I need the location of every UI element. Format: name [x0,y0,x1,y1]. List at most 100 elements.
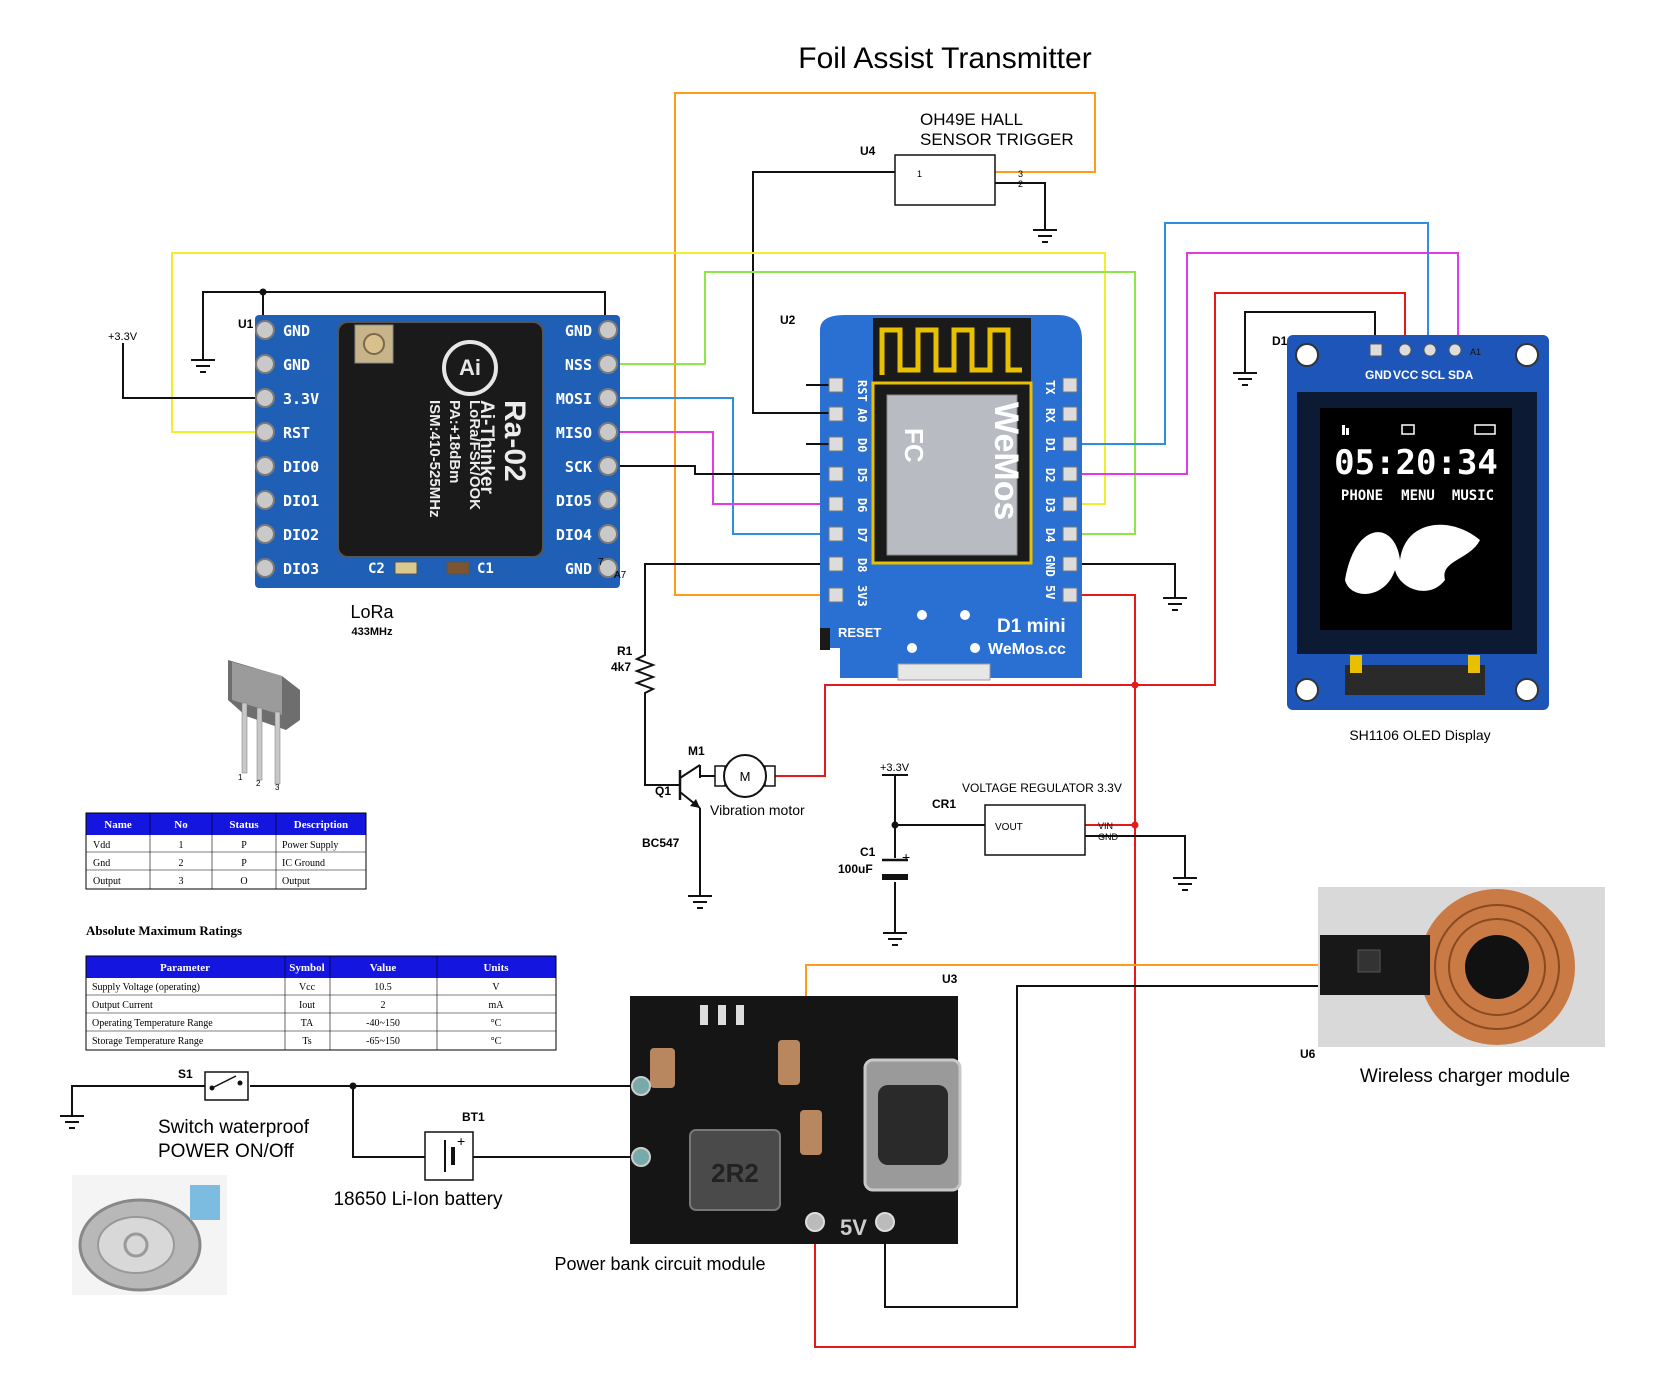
motor-symbol [723,754,767,798]
charger-caption: Wireless charger module [1360,1066,1570,1087]
d1-left-pin-6: D8 [855,558,869,572]
regulator-body [984,804,1086,856]
lora-pin-pad [598,524,618,544]
coil-ring [1434,904,1560,1030]
cap-plus: + [902,849,910,865]
voltage-regulator: +3.3V VOLTAGE REGULATOR 3.3V CR1 VOUT VI… [880,762,1122,856]
hall-pin2-label: 2 [1018,179,1023,189]
d1-name: D1 mini [997,616,1066,637]
d1-left-pins: RST A0 D0 D5 D6 D7 D8 3V3 [806,377,869,607]
d1-mount-hole [907,643,917,653]
hall-pin1-label: 1 [917,169,922,179]
wire-lora-3v3 [122,343,265,399]
d1-pin-pad [828,377,844,393]
d1-right-pin-1: RX [1043,408,1057,423]
ratings-header-row [86,956,556,978]
sensor-face [232,662,282,715]
pb-led [718,1005,726,1025]
lora-right-pin-2: MOSI [556,390,592,408]
pin-table-cell: P [241,840,247,851]
oled-a1-label: A1 [1470,347,1481,357]
lora-left-pin-5: DIO1 [283,492,319,510]
pin-table: Name No Status Description Vdd 1 P Power… [85,812,367,890]
d1-antenna-trace [879,327,1022,375]
wire-lora-mosi [608,397,835,535]
wire-r1-q1 [644,695,680,786]
oled-pin-gnd: GND [1365,368,1392,382]
d1-pin-pad [1062,526,1078,542]
motor-symbol-letter: M [740,769,751,784]
oled-mount-hole [1295,343,1319,367]
pb-pad [631,1076,651,1096]
wire-oled-gnd [1244,311,1376,365]
esp-brand-text: WeMos [987,402,1025,520]
ai-thinker-logo [442,340,498,396]
d1-pin-pad [828,556,844,572]
transistor-q1: Q1 BC547 [642,764,701,850]
pin-table-cell: 1 [179,840,184,851]
ratings-header-units: Units [483,962,509,974]
d1-brand: WeMos.cc [988,641,1066,658]
junction-dot [1131,821,1139,829]
hall-sensor-u4: OH49E HALL SENSOR TRIGGER U4 1 3 2 [860,110,1074,206]
lora-pin-pad [598,490,618,510]
ground-symbol [59,1107,85,1129]
ratings-cell: Supply Voltage (operating) [92,982,200,993]
pin-table-border [85,812,367,890]
wire-lora-rst [171,252,1106,505]
charger-ref: U6 [1300,1047,1316,1061]
lora-pin-pad [598,354,618,374]
esp-brand: WeMos [987,402,1025,520]
oled-pin-vcc: VCC [1393,368,1419,382]
lora-pin-pad [255,320,275,340]
lora-ref: U1 [238,317,254,331]
ratings-cell: Operating Temperature Range [92,1018,213,1029]
lora-c2-label: C2 [368,561,385,577]
reset-button [820,628,830,650]
pin-table-cell: IC Ground [282,858,325,869]
battery-plus-icon: + [457,1133,465,1149]
pb-caption: Power bank circuit module [554,1254,765,1274]
battery-bt1: BT1 + 18650 Li-Ion battery [333,1110,503,1210]
battery-caption: 18650 Li-Ion battery [333,1189,503,1210]
oled-pin-sda: SDA [1448,368,1474,382]
oled-menu-phone: PHONE [1341,488,1383,504]
wire-5v-rail [814,594,1136,1348]
lora-pin-pad [255,388,275,408]
lora-pin-pad [255,524,275,544]
pin-table-header-no: No [174,819,188,831]
diagram-title: Foil Assist Transmitter [798,42,1091,75]
pin-table-cell: P [241,858,247,869]
pb-led [736,1005,744,1025]
capacitor-c2 [394,561,418,575]
pin-table-cell: O [240,876,247,887]
antenna-connector-icon [363,333,385,355]
ratings-cell: 2 [381,1000,386,1011]
power-bank-module: U3 2R2 5V Power bank circuit module [554,972,962,1274]
ratings-cell: Output Current [92,1000,153,1011]
d1-mount-hole [917,610,927,620]
switch-caption-line2: POWER ON/Off [158,1141,295,1162]
lora-left-pin-4: DIO0 [283,458,319,476]
lora-left-pin-6: DIO2 [283,526,319,544]
lora-pin-pad [255,422,275,442]
pin-table-header-status: Status [229,819,259,831]
d1-left-pin-5: D7 [855,528,869,542]
pin-table-cell: Power Supply [282,840,338,851]
wires [71,92,1459,1348]
d1-pin-pad [828,436,844,452]
ratings-header-value: Value [370,962,397,974]
hall-label-line2: SENSOR TRIGGER [920,130,1074,149]
d1-pin-pad [1062,496,1078,512]
lora-c1-label: C1 [477,561,494,577]
lora-pin-pad [255,354,275,374]
lora-right-pin-5: DIO5 [556,492,592,510]
sensor-lead [256,707,263,781]
ratings-cell: TA [301,1018,314,1029]
mail-icon [1401,424,1415,435]
d1-pin-pad [828,587,844,603]
pin-table-header-desc: Description [294,819,348,831]
lora-chip-text: Ra-02 Ai-Thinker [476,400,531,495]
pin-table-cell: 2 [179,858,184,869]
